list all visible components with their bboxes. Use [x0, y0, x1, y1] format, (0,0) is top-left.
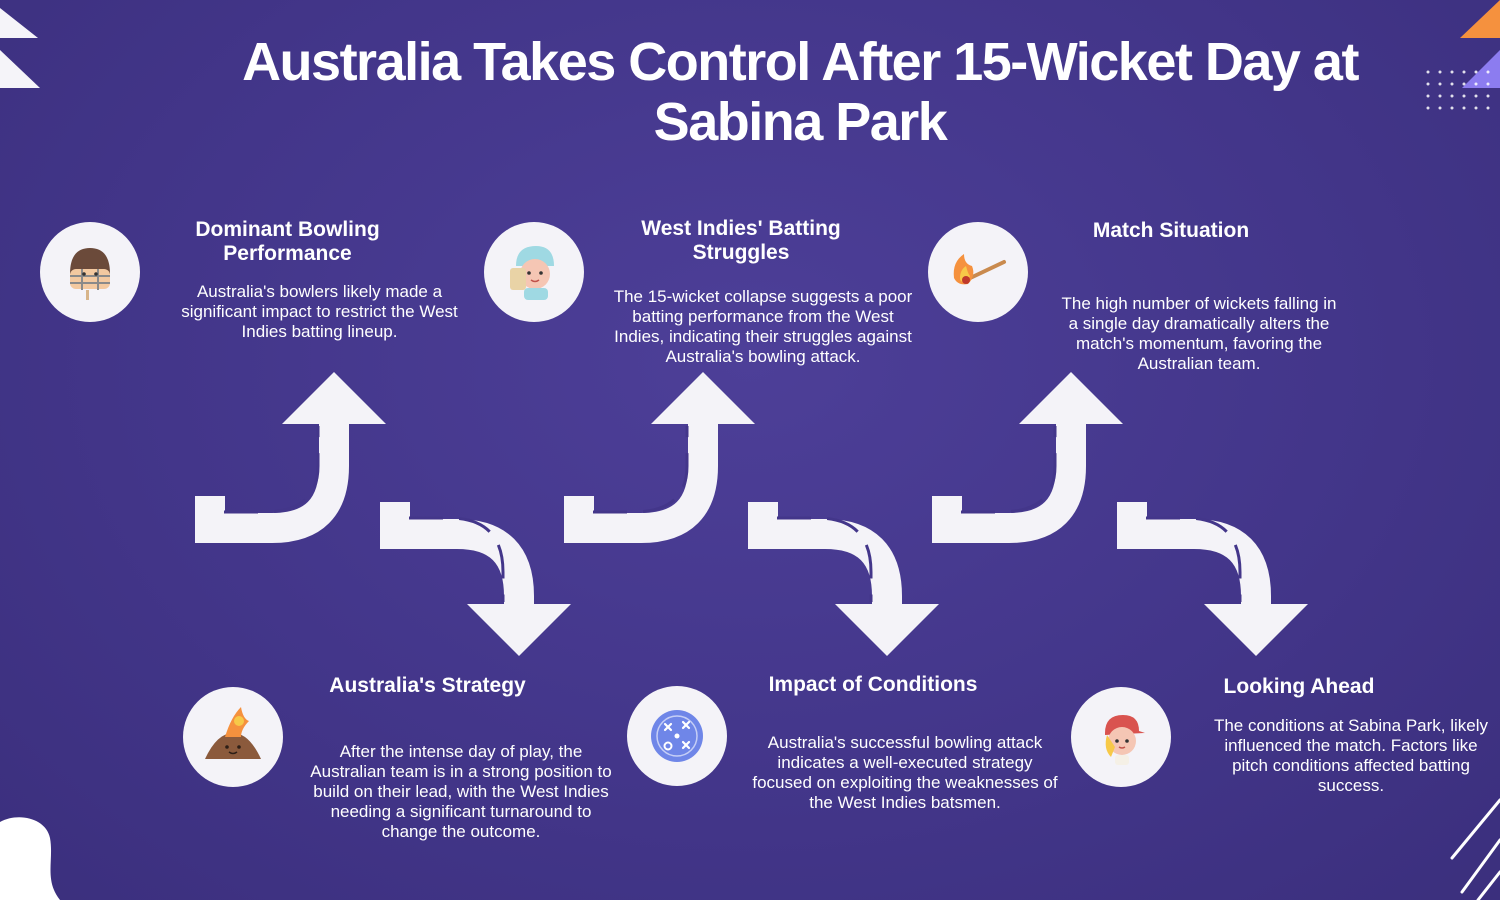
step-3-heading: West Indies' Batting Struggles	[615, 217, 867, 265]
step-1-heading-line-1: Dominant Bowling	[195, 218, 380, 241]
step-3-body: The 15-wicket collapse suggests a poor b…	[613, 287, 913, 366]
step-4-heading-line-1: Impact of Conditions	[768, 673, 978, 696]
step-6-body: The conditions at Sabina Park, likely in…	[1213, 716, 1489, 795]
title-line-2: Sabina Park	[653, 92, 948, 152]
step-1-heading-line-2: Performance	[223, 242, 352, 265]
step-6-heading: Looking Ahead	[1200, 675, 1398, 699]
cricket-player-icon	[510, 246, 554, 300]
step-2-heading-line-1: Australia's Strategy	[329, 674, 526, 697]
step-1-icon-circle	[40, 222, 140, 322]
bottom-left-dots	[2, 850, 6, 890]
top-left-triangle	[0, 8, 38, 38]
step-4-heading: Impact of Conditions	[745, 673, 1001, 697]
step-1-heading: Dominant Bowling Performance	[160, 218, 415, 266]
arrow-down-2	[763, 502, 939, 656]
cricket-helmet-icon	[70, 248, 110, 300]
bottom-right-lines	[1450, 798, 1500, 900]
step-6-icon-circle	[1071, 687, 1171, 787]
step-2-icon-circle	[183, 687, 283, 787]
strategy-board-icon	[651, 710, 703, 762]
page-title: Australia Takes Control After 15-Wicket …	[200, 32, 1400, 152]
step-3-heading-line-2: Struggles	[692, 241, 790, 264]
step-6-heading-line-1: Looking Ahead	[1223, 675, 1375, 698]
bottom-left-blob	[0, 817, 60, 900]
step-2-body: After the intense day of play, the Austr…	[310, 742, 612, 841]
step-5-icon-circle	[928, 222, 1028, 322]
step-3-icon-circle	[484, 222, 584, 322]
arrow-down-3	[1132, 502, 1308, 656]
step-4-icon-circle	[627, 686, 727, 786]
top-right-orange-triangle	[1460, 0, 1500, 38]
top-left-triangle-2	[0, 50, 40, 88]
step-5-body: The high number of wickets falling in a …	[1061, 294, 1337, 373]
step-5-heading-line-1: Match Situation	[1092, 219, 1250, 242]
step-2-heading: Australia's Strategy	[300, 674, 555, 698]
arrow-up-3	[947, 372, 1123, 528]
step-1-body: Australia's bowlers likely made a signif…	[181, 282, 458, 341]
arrow-up-2	[579, 372, 755, 528]
player-cap-icon	[1105, 715, 1145, 765]
top-right-purple-triangle	[1462, 50, 1500, 88]
title-line-1: Australia Takes Control After 15-Wicket …	[242, 32, 1359, 92]
volcano-icon	[205, 707, 261, 759]
arrow-up-1	[210, 372, 386, 528]
step-5-heading: Match Situation	[1060, 219, 1282, 243]
step-3-heading-line-1: West Indies' Batting	[641, 217, 841, 240]
step-4-body: Australia's successful bowling attack in…	[752, 733, 1058, 812]
dot-grid	[1426, 70, 1490, 110]
arrow-down-1	[395, 502, 571, 656]
burning-match-icon	[953, 254, 1006, 285]
